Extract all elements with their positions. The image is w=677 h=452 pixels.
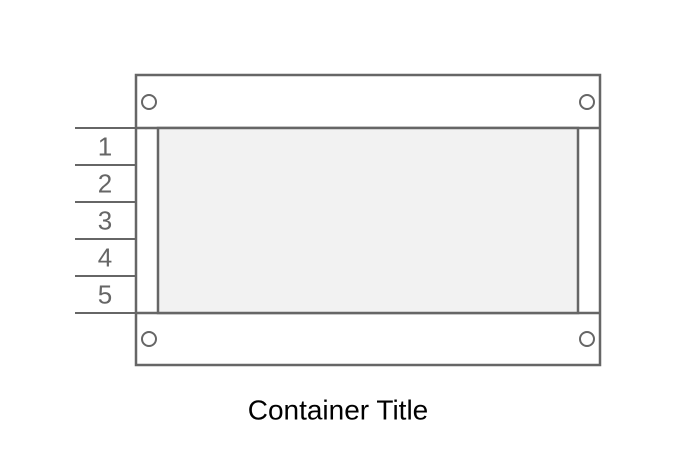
unit-label-3: 3 xyxy=(98,206,112,236)
unit-label-5: 5 xyxy=(98,280,112,310)
mounting-hole-icon xyxy=(141,331,157,347)
unit-label-4: 4 xyxy=(98,243,112,273)
mounting-hole-icon xyxy=(141,94,157,110)
mounting-hole-icon xyxy=(579,331,595,347)
mounting-hole-icon xyxy=(579,94,595,110)
unit-markers xyxy=(75,127,136,314)
container-title: Container Title xyxy=(248,395,429,426)
unit-labels: 1 2 3 4 5 xyxy=(98,132,112,310)
inner-panel xyxy=(156,126,580,315)
unit-label-2: 2 xyxy=(98,169,112,199)
unit-label-1: 1 xyxy=(98,132,112,162)
